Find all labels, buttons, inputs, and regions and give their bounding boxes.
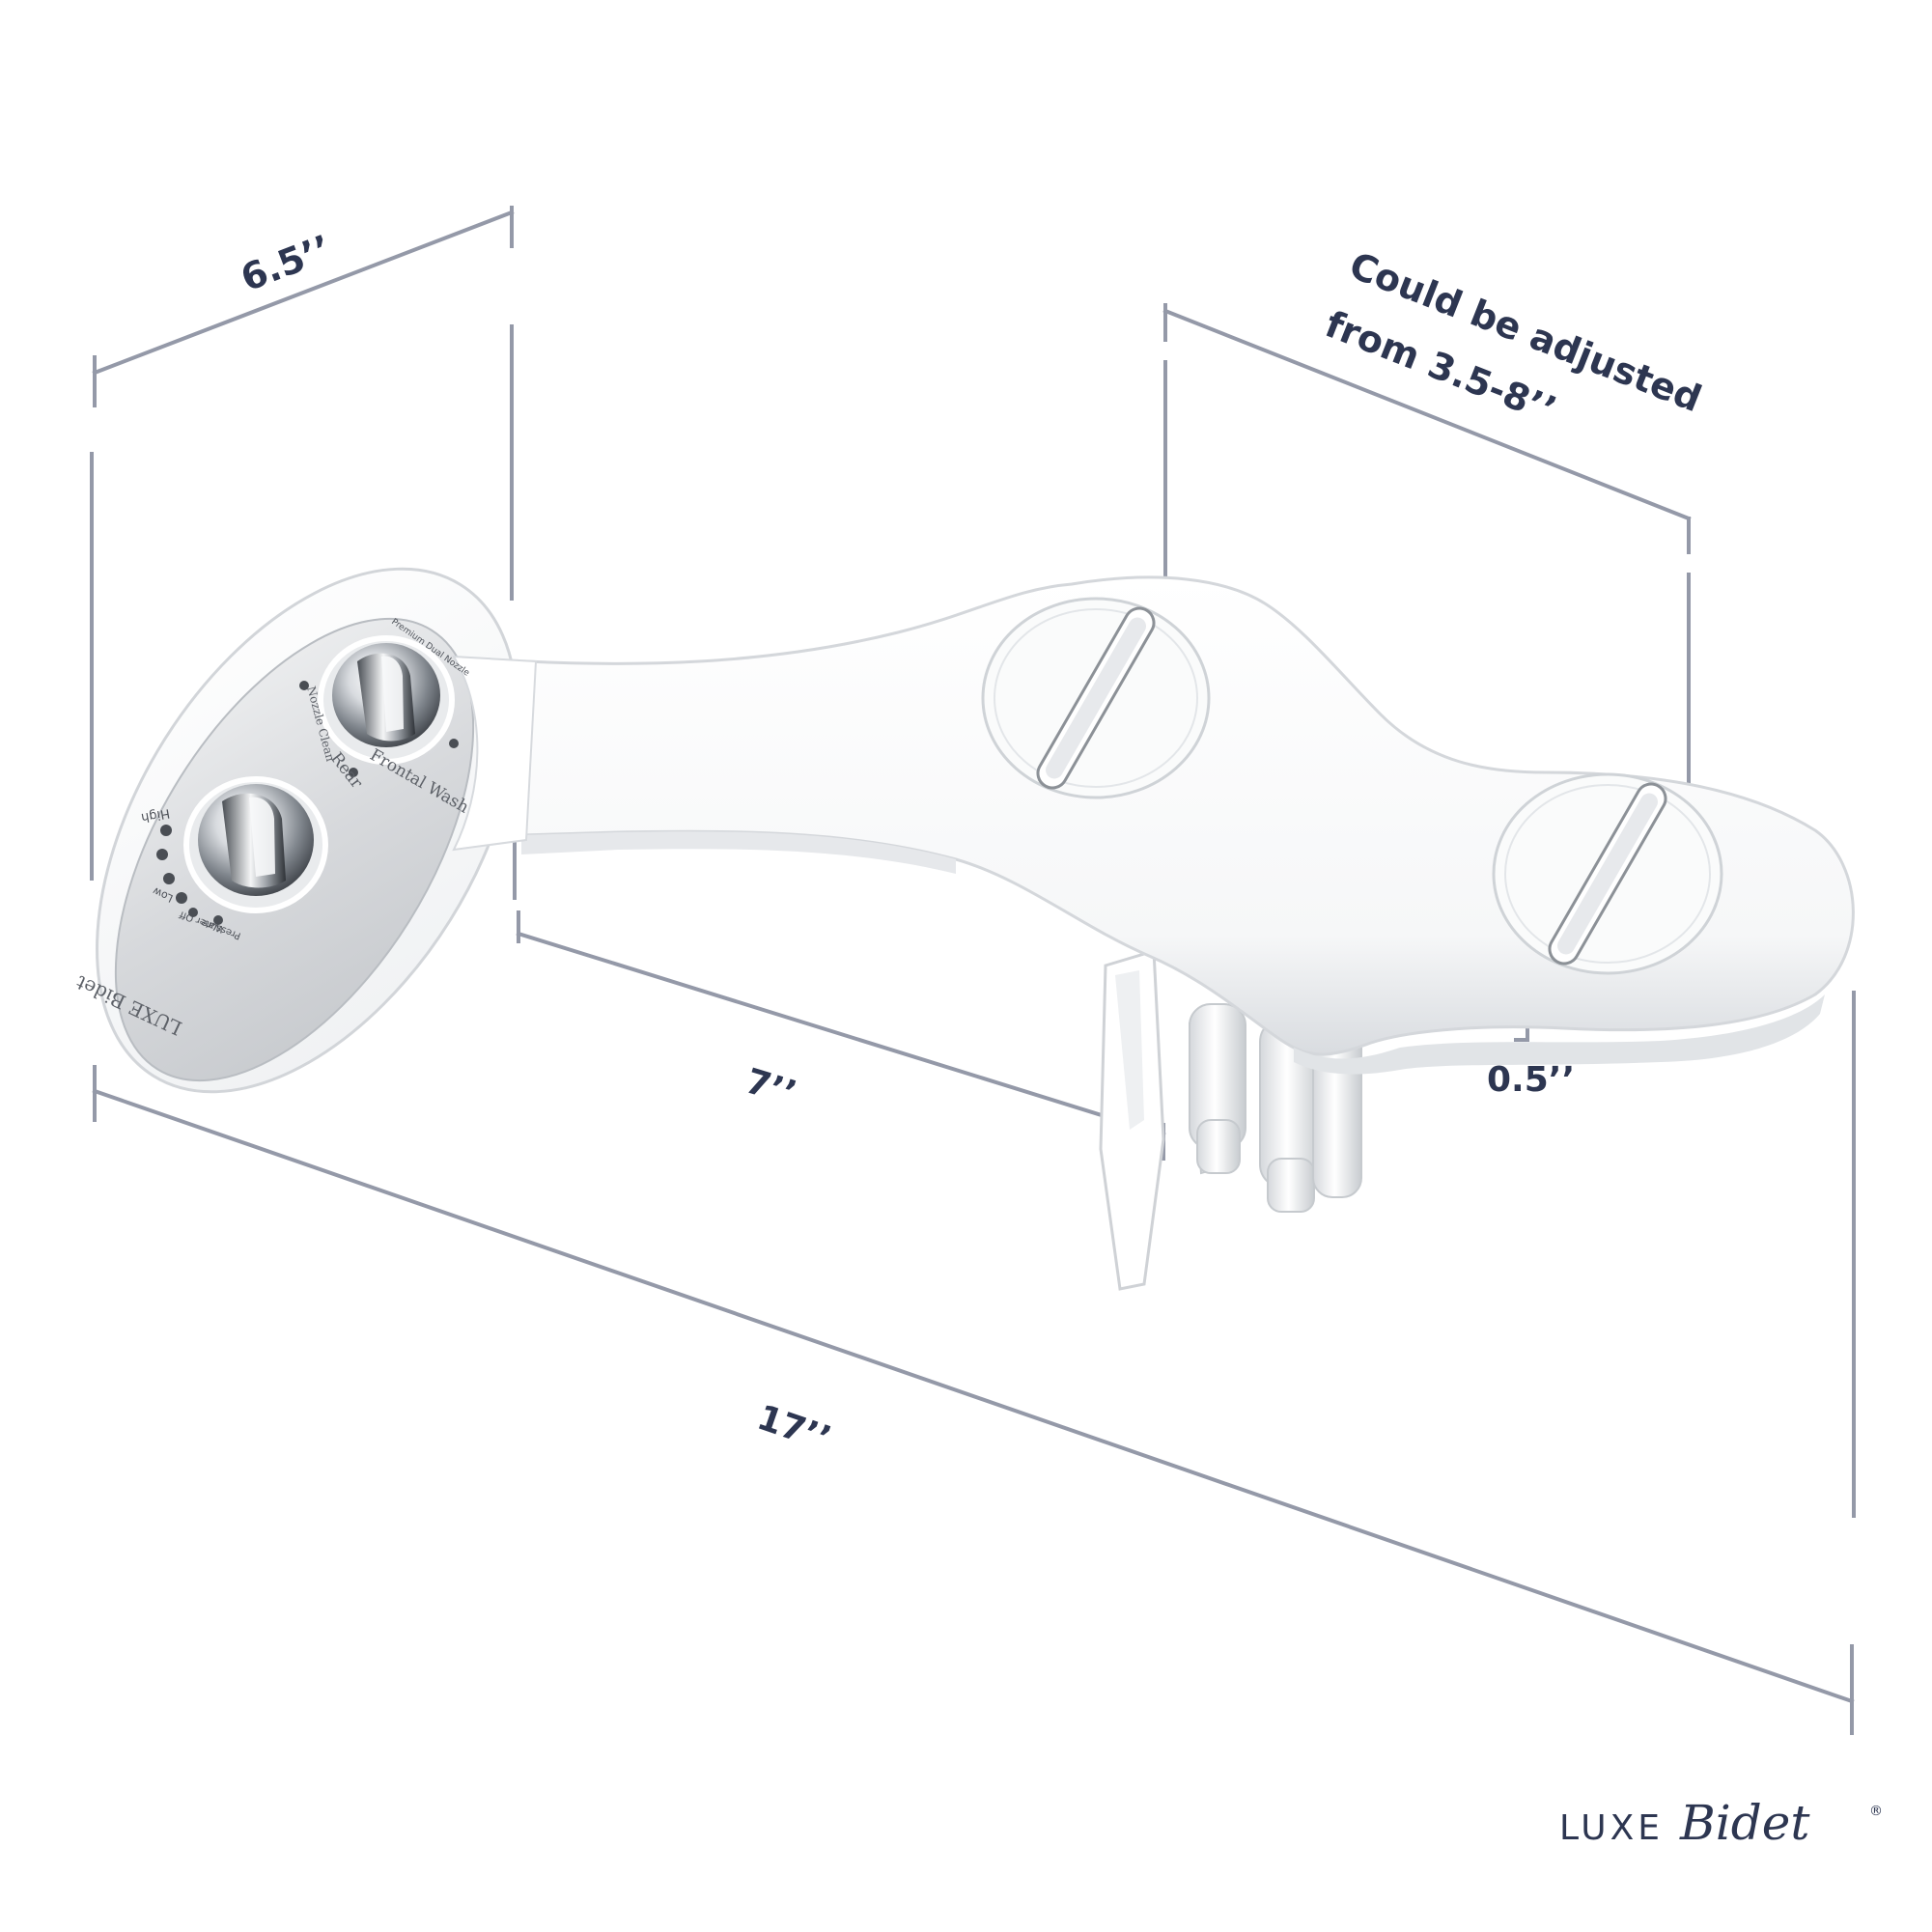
brand-wordmark-script: Bidet (1679, 1795, 1810, 1851)
brand-wordmark-prefix: LUXE (1559, 1808, 1664, 1848)
nozzle-control-dial[interactable] (318, 635, 455, 765)
brand-logo: LUXE Bidet ® (1559, 1795, 1883, 1851)
adjustable-mount-disc-right (1492, 772, 1723, 975)
mount-slot-left (1036, 606, 1156, 790)
bidet-attachment: Frontal Wash Rear Nozzle Clean Premium D… (72, 567, 1855, 1291)
mount-distance-dimension-line (516, 910, 1166, 1161)
brand-registered-mark: ® (1869, 1804, 1883, 1819)
adjustable-mount-disc-left (981, 597, 1211, 799)
width-label: 6.5’’ (235, 227, 337, 300)
nozzle-indicator-dots (299, 681, 459, 777)
total-length-dimension-line (92, 1065, 1855, 1735)
adjustable-dimension-line (1162, 303, 1692, 554)
total-length-label: 17’’ (752, 1398, 836, 1460)
arm-edge (521, 831, 956, 874)
pressure-level-dots (156, 825, 223, 925)
high-label: High (140, 805, 171, 825)
mount-slot-right (1548, 782, 1667, 966)
mount-distance-label: 7’’ (741, 1061, 800, 1114)
thickness-label: 0.5’’ (1487, 1060, 1575, 1100)
width-dimension-line (92, 206, 515, 407)
plate-edge (1294, 994, 1825, 1075)
pressure-control-dial[interactable] (183, 776, 328, 913)
rim-hook-clip (1099, 949, 1165, 1291)
